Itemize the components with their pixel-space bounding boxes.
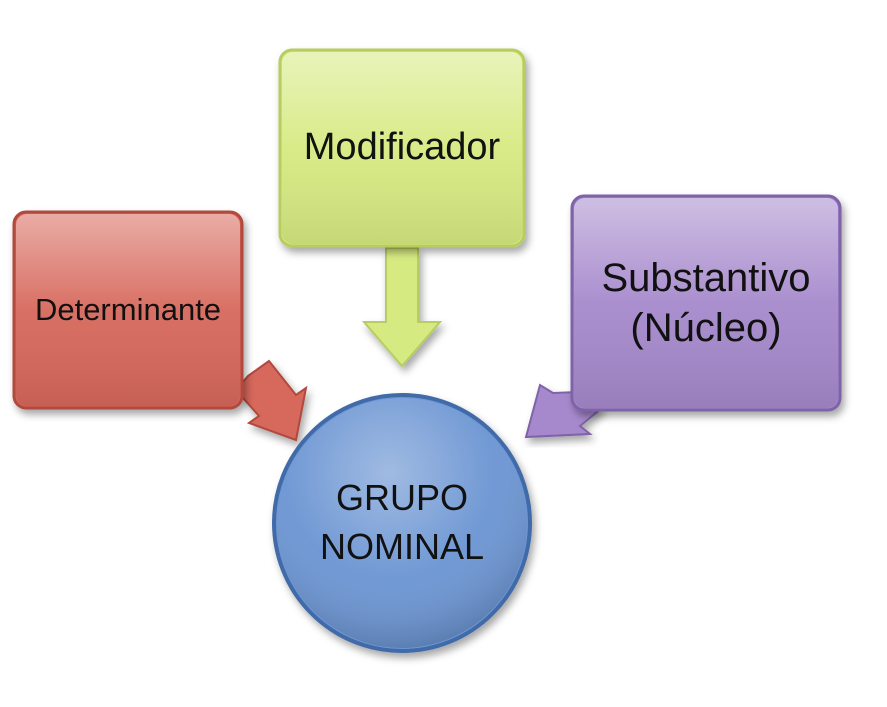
center-label: GRUPO NOMINAL [319,477,485,567]
box-determinante-gloss [16,214,240,406]
arrow-modificador [361,247,443,368]
center-circle-gloss [277,398,527,648]
node-label-substantivo: Substantivo (Núcleo) [601,256,811,350]
box-substantivo-gloss [574,198,838,408]
node-label-determinante: Determinante [34,291,222,327]
node-label-modificador: Modificador [303,126,501,169]
box-modificador-gloss [282,52,522,244]
arrow-determinante [234,359,308,442]
